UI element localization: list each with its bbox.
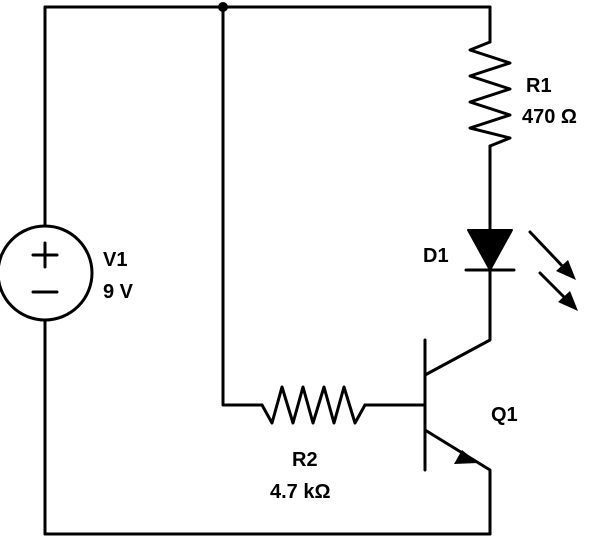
d1-designator: D1 <box>423 245 449 267</box>
v1-value: 9 V <box>103 281 134 303</box>
q1-designator: Q1 <box>491 404 518 426</box>
emission-arrow-icon <box>528 230 570 274</box>
r2-value: 4.7 kΩ <box>270 481 331 503</box>
r2-designator: R2 <box>292 449 318 471</box>
v1-designator: V1 <box>103 249 127 271</box>
r2-resistor <box>260 385 367 425</box>
wire-d1-to-collector <box>423 268 492 377</box>
arrowhead-icon <box>558 291 578 311</box>
wire-emitter <box>423 428 492 536</box>
r1-value: 470 Ω <box>522 106 577 128</box>
r1-designator: R1 <box>526 75 552 97</box>
d1-triangle <box>467 229 513 271</box>
v1-body <box>0 224 94 322</box>
r1-resistor <box>468 40 512 148</box>
d1-led <box>464 229 578 311</box>
plus-icon <box>31 241 59 269</box>
junction-dot <box>218 2 228 12</box>
arrowhead-icon <box>556 260 576 280</box>
q1-npn-transistor <box>423 338 478 472</box>
light-emission-arrows <box>528 230 578 311</box>
v1-voltage-source <box>0 224 94 322</box>
wire-base-feed <box>221 5 264 407</box>
wires <box>43 5 492 536</box>
emitter-arrow-icon <box>454 450 478 464</box>
